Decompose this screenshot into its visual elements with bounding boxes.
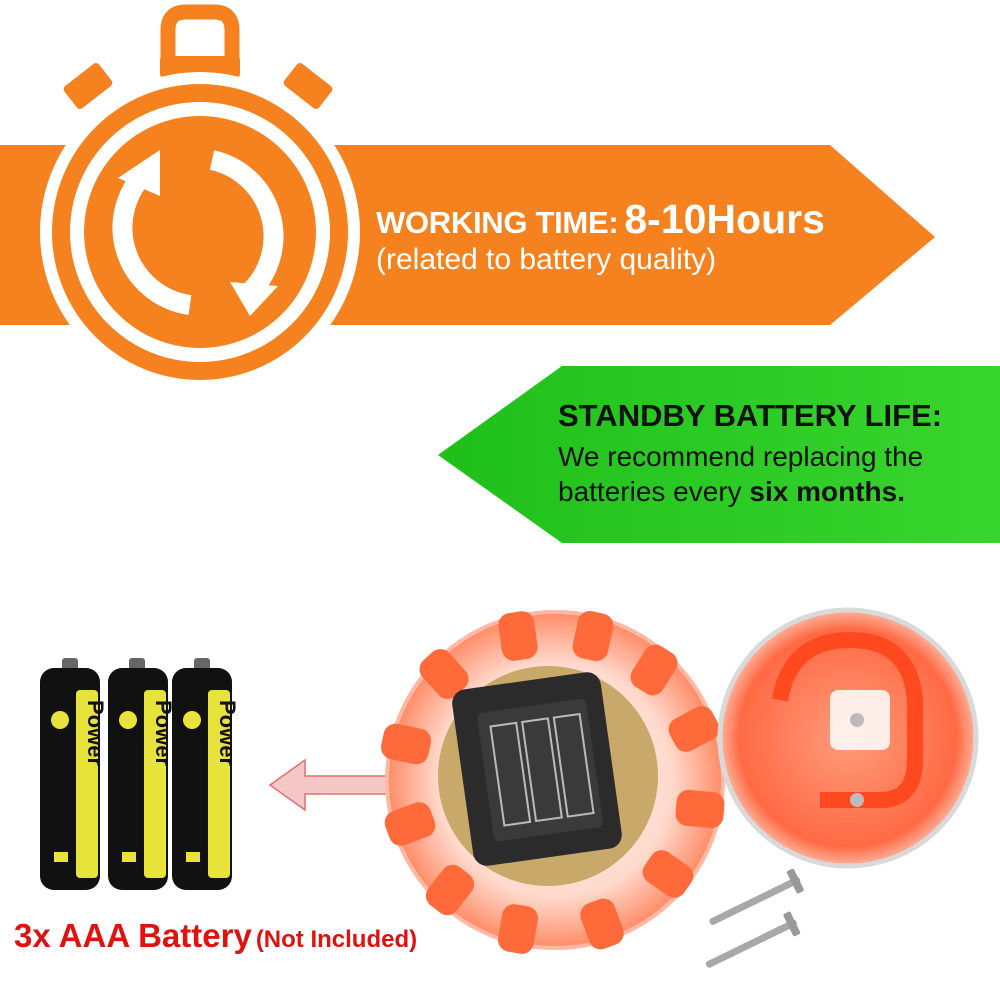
screws [705,868,804,968]
stopwatch-icon [40,4,360,392]
standby-line-1: We recommend replacing the [558,441,924,472]
aaa-battery-3 [172,658,232,890]
standby-title: STANDBY BATTERY LIFE: [558,398,943,433]
aaa-battery-2 [108,658,168,890]
working-time-value: 8-10Hours [624,196,825,242]
standby-line-2-bold: six months. [749,476,906,507]
battery-brand-3: Power [215,700,240,766]
refresh-arrows-icon [112,150,284,315]
battery-brand-1: Power [83,700,108,766]
battery-brand-2: Power [151,700,176,766]
standby-line-2: batteries every six months. [558,476,905,508]
battery-caption-note: (Not Included) [255,926,418,953]
working-time-label: WORKING TIME: [376,205,619,240]
working-time-heading: WORKING TIME:8-10Hours [376,196,825,243]
aaa-battery-1 [40,658,100,890]
flare-lid [717,607,979,869]
battery-caption-main: 3x AAA Battery [14,917,252,954]
led-flare-open [381,610,725,954]
standby-banner [438,366,1000,543]
battery-caption: 3x AAA Battery(Not Included) [14,917,417,955]
working-time-note: (related to battery quality) [376,243,717,276]
standby-line-2-prefix: batteries every [558,476,750,507]
